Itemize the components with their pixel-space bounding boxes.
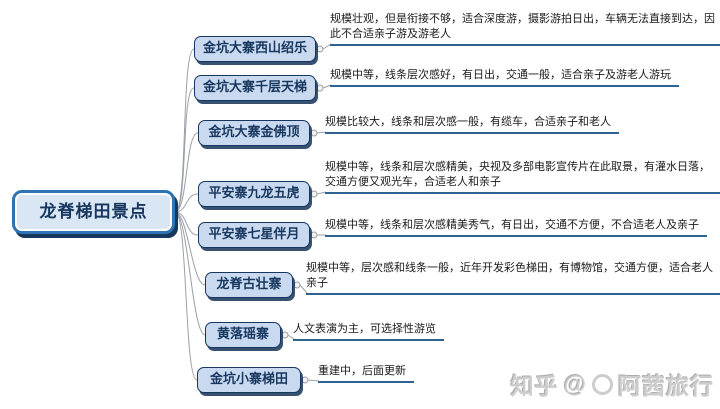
topic-node-yaozhai: 黄落瑶寨 <box>205 322 281 348</box>
topic-note-qixing-banyue: 规模中等，线条和层次感精美秀气，有日出，交通不方便，不合适老人及亲子 <box>325 218 707 237</box>
topic-node-xiaozhai-titian: 金坑小寨梯田 <box>197 367 301 393</box>
watermark: 知乎 @ 阿茜旅行 <box>511 367 714 401</box>
topic-note-qianceng-tianti: 规模中等，线条层次感好，有日出，交通一般，适合亲子及游老人游玩 <box>330 68 679 87</box>
topic-node-jinfoding: 金坑大寨金佛顶 <box>198 120 310 146</box>
topic-node-qixing-banyue: 平安寨七星伴月 <box>198 222 310 248</box>
topic-note-jinfoding: 规模比较大，线条和层次感一般，有缆车，合适亲子和老人 <box>325 115 619 134</box>
root-topic: 龙脊梯田景点 <box>12 190 175 234</box>
topic-note-guzhuangzhai: 规模中等，层次感和线条一般，近年开发彩色梯田，有博物馆，交通方便，适合老人亲子 <box>306 261 720 295</box>
topic-node-xishan-shaole: 金坑大寨西山绍乐 <box>194 36 316 62</box>
topic-node-jiulong-wuhu: 平安寨九龙五虎 <box>198 181 310 207</box>
watermark-site: 知乎 <box>510 373 559 399</box>
topic-node-guzhuangzhai: 龙脊古壮寨 <box>205 272 293 298</box>
topic-note-yaozhai: 人文表演为主，可选择性游览 <box>293 322 444 341</box>
topic-note-xiaozhai-titian: 重建中，后面更新 <box>318 364 414 383</box>
topic-node-qianceng-tianti: 金坑大寨千层天梯 <box>194 75 316 101</box>
topic-note-jiulong-wuhu: 规模中等，线条和层次感精美，央视及多部电影宣传片在此取景，有灌水日落，交通方便又… <box>325 160 720 194</box>
watermark-logo-icon <box>592 373 613 395</box>
watermark-name: 阿茜旅行 <box>618 373 714 399</box>
watermark-at: @ <box>563 370 587 397</box>
topic-note-xishan-shaole: 规模壮观，但是衔接不够，适合深度游，摄影游拍日出，车辆无法直接到达，因此不合适亲… <box>330 12 720 46</box>
